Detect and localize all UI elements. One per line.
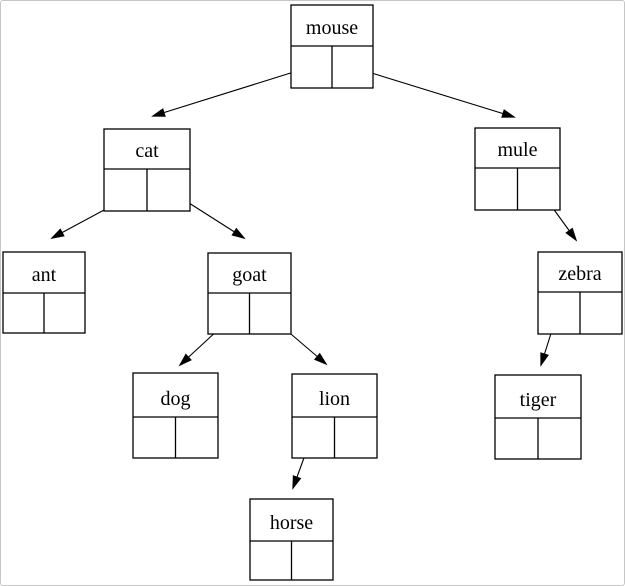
node-label-tiger: tiger	[520, 389, 557, 411]
tree-node-ant: ant	[2, 251, 86, 334]
tree-node-goat: goat	[207, 252, 292, 335]
node-box	[132, 372, 219, 459]
tree-node-dog: dog	[132, 372, 219, 459]
edge-mouse-left-cat	[151, 65, 314, 117]
edge-mouse-right-mule	[348, 65, 516, 118]
node-label-mule: mule	[498, 139, 538, 161]
node-label-dog: dog	[161, 388, 191, 410]
node-label-ant: ant	[32, 264, 57, 286]
node-label-lion: lion	[319, 388, 350, 410]
node-label-horse: horse	[270, 512, 313, 534]
tree-node-horse: horse	[249, 498, 334, 581]
node-label-goat: goat	[232, 264, 267, 286]
node-label-cat: cat	[135, 140, 159, 162]
node-label-mouse: mouse	[306, 17, 358, 39]
node-label-zebra: zebra	[558, 263, 601, 285]
tree-node-lion: lion	[291, 373, 378, 459]
tree-node-zebra: zebra	[537, 251, 623, 335]
tree-node-cat: cat	[103, 128, 191, 212]
tree-node-tiger: tiger	[494, 374, 582, 460]
tree-node-mouse: mouse	[290, 4, 374, 89]
tree-node-mule: mule	[474, 127, 561, 211]
